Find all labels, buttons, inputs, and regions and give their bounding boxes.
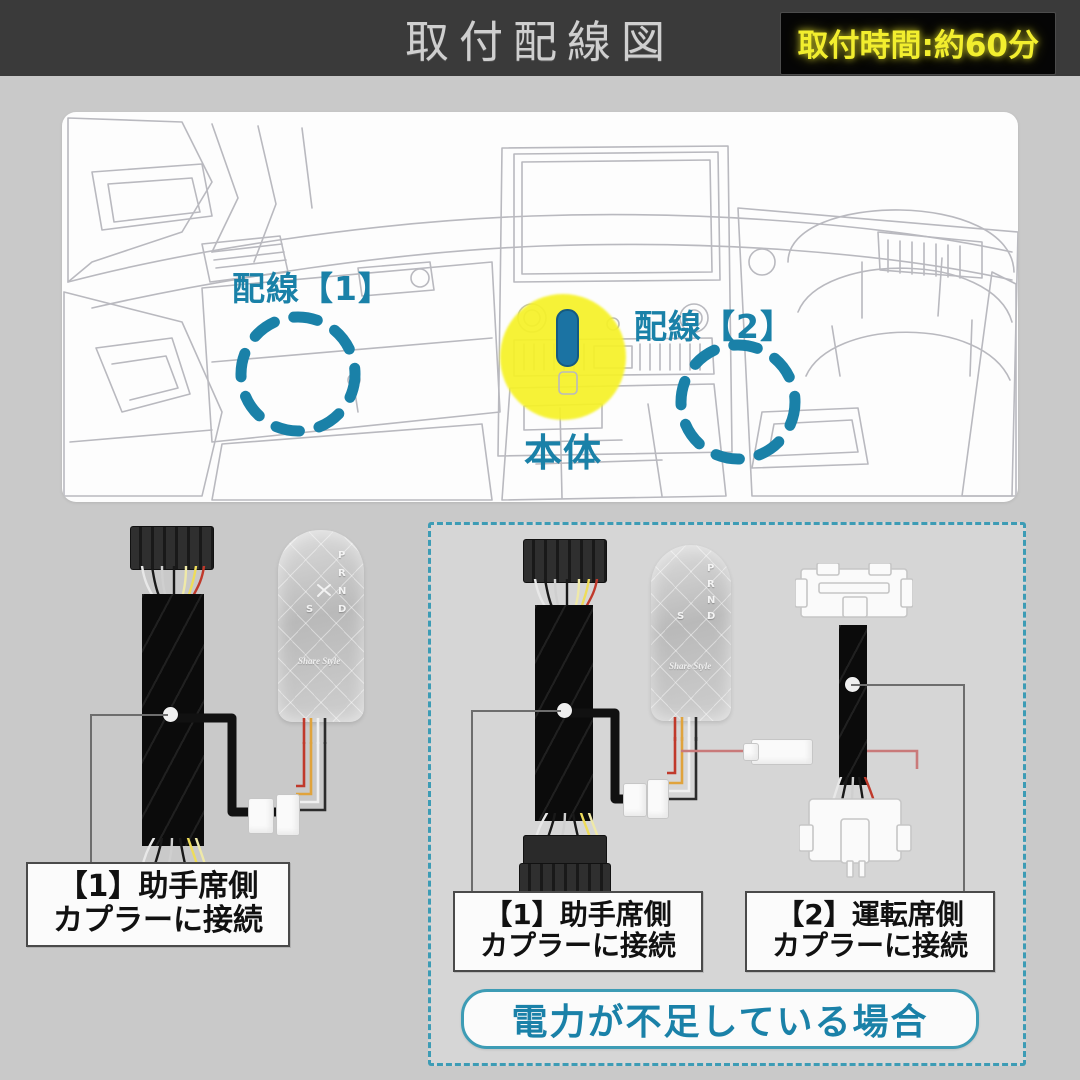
install-time-badge: 取付時間:約60分 bbox=[780, 12, 1056, 75]
callout-box-1: 【1】助手席側 カプラーに接続 bbox=[26, 862, 290, 948]
r-device-wire-run bbox=[667, 737, 698, 801]
device-tail-wires bbox=[302, 718, 327, 744]
callout-leader-h bbox=[90, 714, 168, 716]
callout-leader-v bbox=[90, 714, 92, 866]
r-gear-n-label: N bbox=[707, 595, 716, 606]
wiring2-label: 配線【2】 bbox=[634, 307, 794, 346]
r-callout-dot-1 bbox=[557, 703, 572, 718]
r-gear-p-label: P bbox=[707, 563, 715, 574]
insufficient-power-pill: 電力が不足している場合 bbox=[461, 989, 979, 1049]
r-harness-top-connector bbox=[523, 539, 607, 583]
r-callout-box-2-line1: 【2】運転席側 bbox=[776, 898, 964, 931]
car-interior-line-art bbox=[63, 117, 1018, 501]
r-callout-box-1-line1: 【1】助手席側 bbox=[484, 898, 672, 931]
r-gear-s-label: S bbox=[677, 611, 685, 622]
harness-top-connector bbox=[130, 526, 214, 570]
gear-n-label: N bbox=[338, 586, 347, 597]
device-texture bbox=[278, 530, 364, 722]
wiring1-label: 配線【1】 bbox=[232, 269, 392, 308]
callout-box-1-line2: カプラーに接続 bbox=[53, 902, 263, 938]
r-callout-leader-2-v bbox=[963, 684, 965, 910]
gear-p-label: P bbox=[338, 550, 346, 561]
r-gear-d-label: D bbox=[707, 611, 716, 622]
r-callout-leader-1-v bbox=[471, 710, 473, 910]
r-callout-leader-2-h bbox=[851, 684, 965, 686]
r-callout-box-1: 【1】助手席側 カプラーに接続 bbox=[453, 891, 703, 972]
wiring-diagrams-area: P R N D S Share Style bbox=[0, 502, 1080, 1080]
gear-s-label: S bbox=[306, 604, 314, 615]
standard-wiring-diagram: P R N D S Share Style bbox=[0, 502, 420, 1080]
device-brand-label: Share Style bbox=[298, 656, 341, 666]
dashboard-illustration-panel: 配線【1】 配線【2】 本体 bbox=[62, 112, 1018, 502]
callout-dot-1 bbox=[163, 707, 178, 722]
shift-pattern-icon bbox=[317, 584, 331, 597]
gear-d-label: D bbox=[338, 604, 347, 615]
callout-box-1-line1: 【1】助手席側 bbox=[57, 869, 259, 904]
wiring1-target-circle bbox=[235, 311, 361, 437]
r-harness-bottom-connector-upper bbox=[523, 835, 607, 865]
inline-connector-female bbox=[248, 798, 274, 834]
r-device-texture bbox=[651, 545, 731, 721]
driver-side-connector-bottom bbox=[799, 798, 912, 878]
r-inline-connector-female bbox=[623, 783, 647, 817]
r-inline-connector-male bbox=[647, 779, 669, 819]
gear-r-label: R bbox=[338, 568, 346, 579]
install-time-text: 取付時間:約60分 bbox=[797, 28, 1039, 64]
r-callout-box-2-line2: カプラーに接続 bbox=[771, 929, 968, 963]
driver-side-harness-body bbox=[839, 625, 867, 785]
r-callout-box-1-line2: カプラーに接続 bbox=[479, 929, 676, 963]
header-bar: 取付配線図 取付時間:約60分 bbox=[0, 0, 1080, 76]
fuse-holder bbox=[751, 739, 813, 765]
shift-lever-icon bbox=[556, 309, 579, 395]
fuse-holder-tip bbox=[743, 743, 759, 761]
main-unit-device: P R N D S Share Style bbox=[278, 530, 364, 722]
r-callout-leader-1-h bbox=[471, 710, 561, 712]
page-title: 取付配線図 bbox=[405, 17, 675, 68]
device-wire-run bbox=[296, 742, 327, 812]
insufficient-power-diagram: P R N D S Share Style bbox=[428, 522, 1026, 1066]
r-callout-box-2: 【2】運転席側 カプラーに接続 bbox=[745, 891, 995, 972]
r-device-brand-label: Share Style bbox=[669, 661, 712, 671]
inline-connector-male bbox=[276, 794, 300, 836]
driver-side-connector-top bbox=[795, 563, 913, 618]
r-main-unit-device: P R N D S Share Style bbox=[651, 545, 731, 721]
main-unit-label: 本体 bbox=[524, 431, 603, 475]
wiring2-target-circle bbox=[675, 339, 801, 465]
insufficient-power-label: 電力が不足している場合 bbox=[511, 1002, 929, 1043]
r-gear-r-label: R bbox=[707, 579, 715, 590]
